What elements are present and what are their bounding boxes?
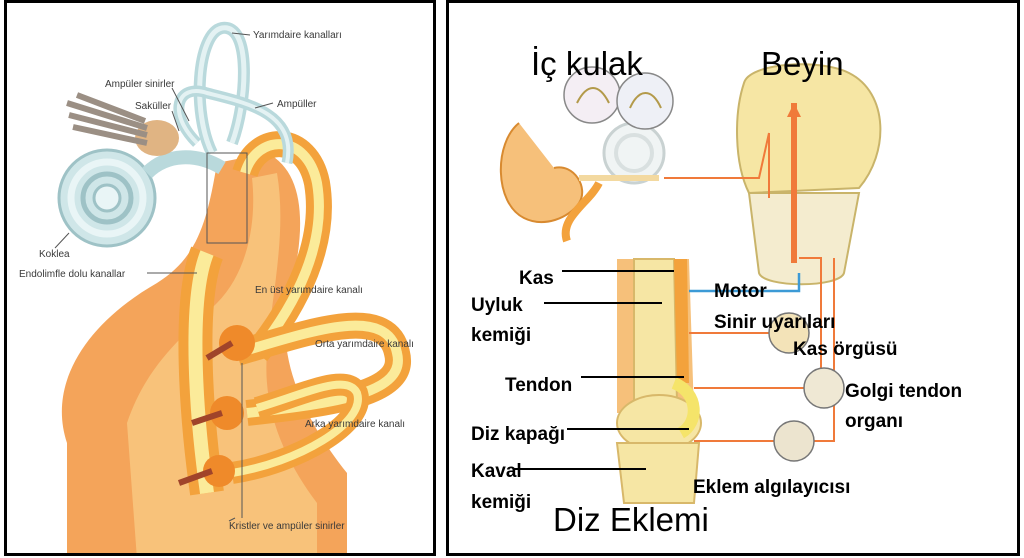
- nerve-bundle: [66, 92, 148, 146]
- label-saccules: Saküller: [135, 101, 172, 112]
- ampulla-3: [203, 455, 235, 487]
- label-endolymph-canals: Endolimfle dolu kanallar: [19, 269, 126, 280]
- joint-receptor-inset: [773, 420, 815, 462]
- label-motor: Motor: [714, 281, 767, 302]
- label-knee-joint: Diz Eklemi: [553, 501, 709, 538]
- ampulla-2: [210, 396, 244, 430]
- cochlea: [57, 148, 157, 248]
- label-thigh-bone-1: Uyluk: [471, 295, 523, 316]
- label-semicircular-canals: Yarımdaire kanalları: [253, 30, 342, 41]
- proprioception-illustration: İç kulak Beyin Kas Uyluk kemiği Motor Si…: [471, 45, 962, 538]
- golgi-organ-inset: [803, 367, 845, 409]
- label-muscle-spindle: Kas örgüsü: [793, 339, 898, 360]
- label-back-canal: Arka yarımdaire kanalı: [305, 419, 405, 430]
- inner-ear-illustration: Yarımdaire kanalları Ampüler sinirler Sa…: [19, 21, 414, 553]
- label-cristae-nerves: Kristler ve ampüler sinirler: [229, 521, 345, 532]
- label-joint-receptor: Eklem algılayıcısı: [693, 477, 850, 498]
- inner-ear-panel: Yarımdaire kanalları Ampüler sinirler Sa…: [4, 0, 436, 556]
- hair-cell-inset-2: [616, 72, 674, 130]
- label-cochlea: Koklea: [39, 249, 70, 260]
- knee-figure: [615, 258, 702, 504]
- label-golgi-1: Golgi tendon: [845, 381, 962, 402]
- label-shin-bone-1: Kaval: [471, 461, 522, 482]
- label-inner-ear: İç kulak: [531, 45, 643, 82]
- label-top-canal: En üst yarımdaire kanalı: [255, 285, 363, 296]
- inner-ear-figure: [499, 66, 674, 243]
- muscle-spindle-inset: [768, 312, 810, 354]
- motor-nerve-path: [689, 273, 801, 293]
- label-ampullae: Ampüller: [277, 99, 317, 110]
- ampulla-1: [219, 325, 255, 361]
- label-ampullary-nerves: Ampüler sinirler: [105, 79, 175, 90]
- brain-figure: [736, 63, 882, 286]
- label-brain: Beyin: [761, 45, 844, 82]
- label-middle-canal: Orta yarımdaire kanalı: [315, 339, 414, 350]
- label-golgi-2: organı: [845, 411, 903, 432]
- label-muscle: Kas: [519, 268, 554, 289]
- label-thigh-bone-2: kemiği: [471, 325, 531, 346]
- nerve-pathways: [664, 132, 835, 442]
- proprioception-panel: İç kulak Beyin Kas Uyluk kemiği Motor Si…: [446, 0, 1020, 556]
- label-shin-bone-2: kemiği: [471, 492, 531, 513]
- label-nerve-stimuli: Sinir uyarıları: [714, 312, 835, 333]
- label-tendon: Tendon: [505, 375, 572, 396]
- label-kneecap: Diz kapağı: [471, 424, 565, 445]
